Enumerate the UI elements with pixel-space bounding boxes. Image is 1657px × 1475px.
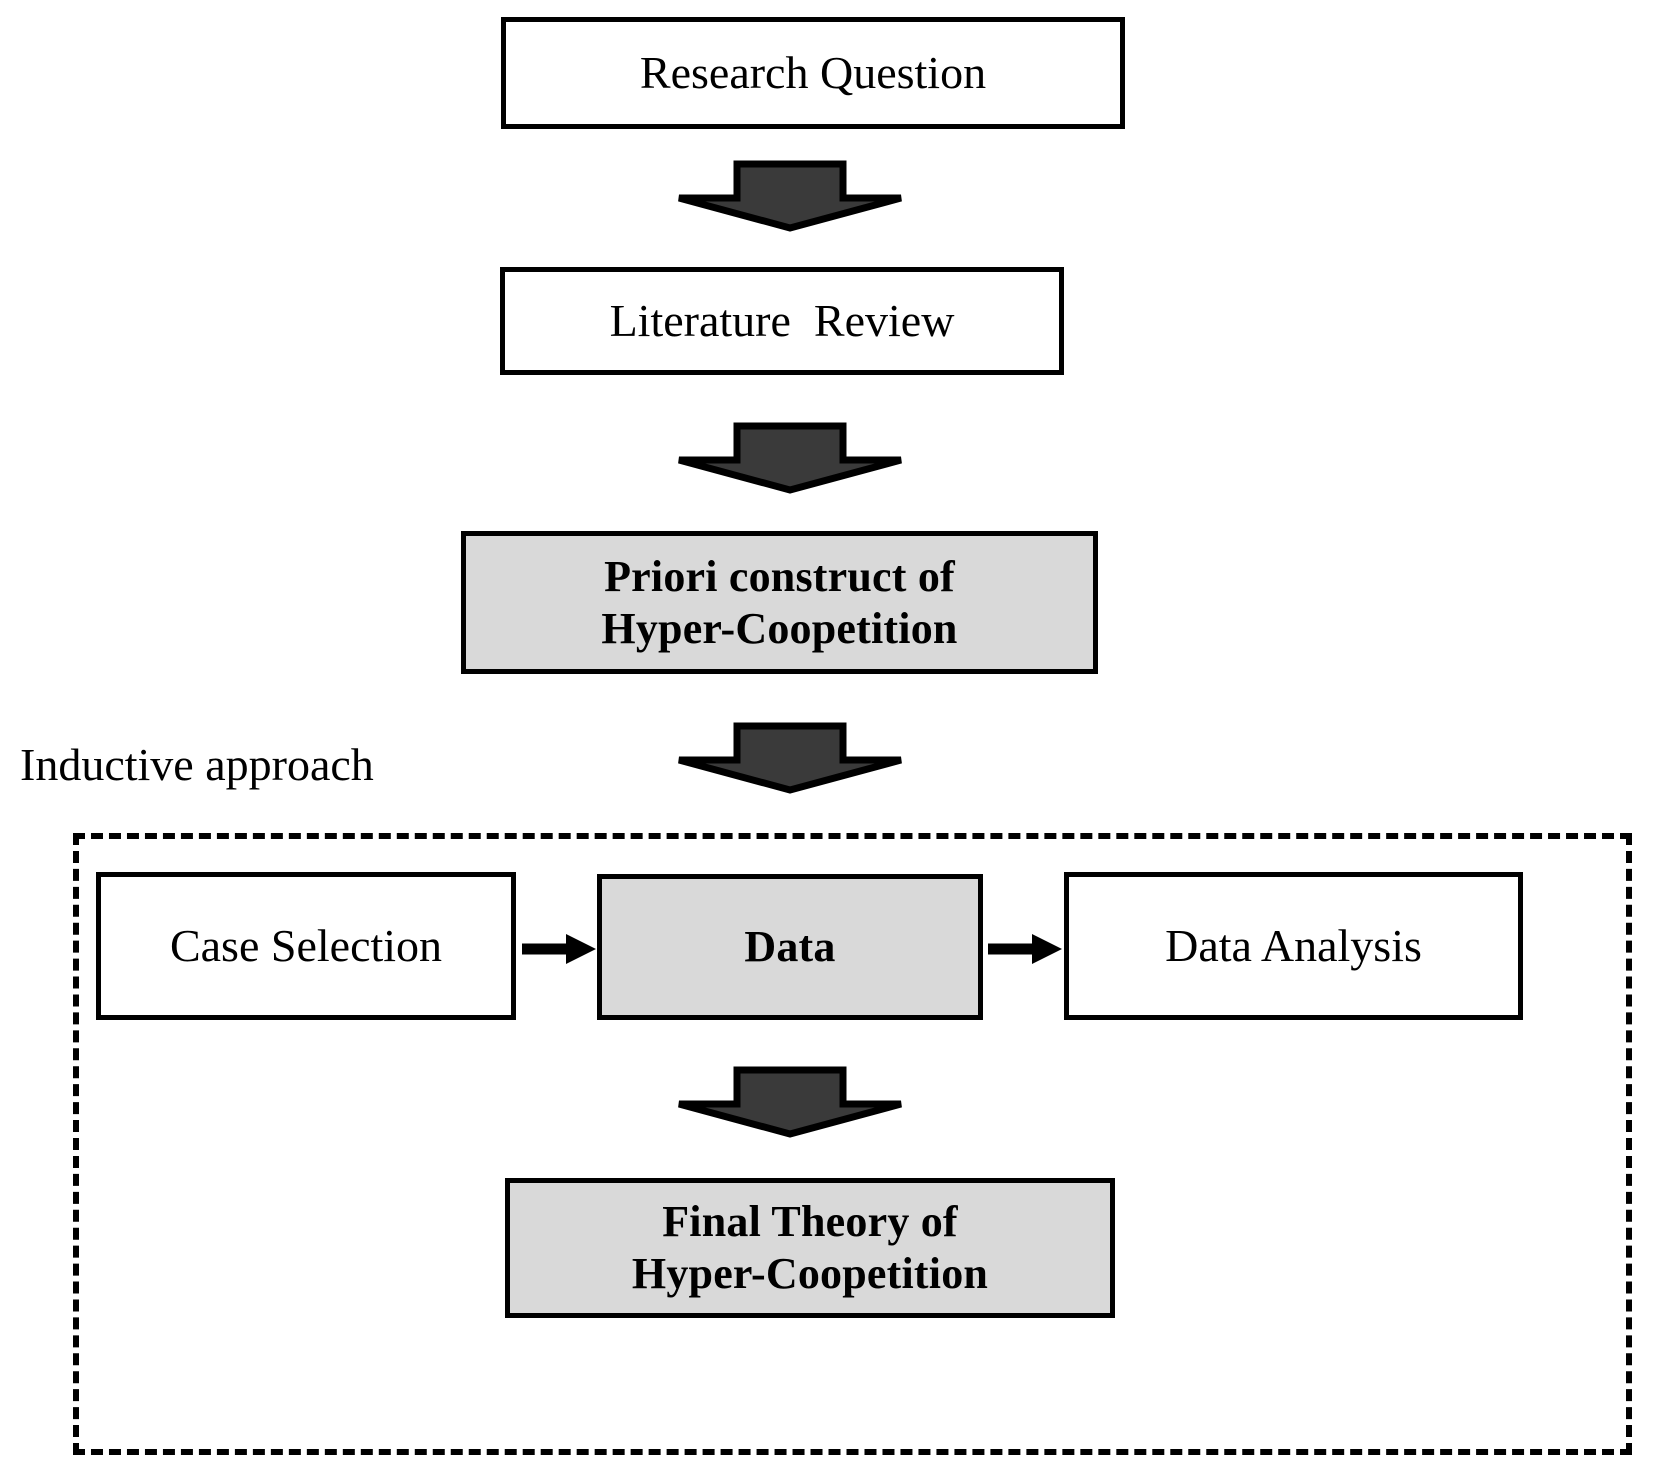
node-priori-construct-line-1: Priori construct of (604, 551, 955, 601)
node-priori-construct-line-2: Hyper-Coopetition (601, 603, 958, 653)
node-final-theory: Final Theory of Hyper-Coopetition (505, 1178, 1115, 1318)
inductive-approach-group (73, 833, 1632, 1455)
line-arrow-case-to-data (520, 925, 598, 973)
block-arrow-down-3 (675, 722, 905, 794)
block-arrow-down-2 (675, 422, 905, 494)
node-final-theory-line-2: Hyper-Coopetition (631, 1249, 989, 1298)
node-final-theory-line-1: Final Theory of (662, 1197, 958, 1247)
node-literature-review-label: Literature Review (609, 294, 955, 346)
node-literature-review: Literature Review (500, 267, 1064, 375)
inductive-approach-label: Inductive approach (20, 739, 374, 790)
node-case-selection-label: Case Selection (169, 919, 443, 971)
line-arrow-data-to-analysis (986, 925, 1064, 973)
node-research-question: Research Question (501, 17, 1125, 129)
node-data-label: Data (744, 922, 836, 972)
node-data: Data (597, 874, 983, 1020)
node-case-selection: Case Selection (96, 872, 516, 1020)
block-arrow-down-4 (675, 1066, 905, 1138)
node-data-analysis: Data Analysis (1064, 872, 1523, 1020)
node-data-analysis-label: Data Analysis (1165, 919, 1422, 971)
node-priori-construct: Priori construct of Hyper-Coopetition (461, 531, 1098, 674)
block-arrow-down-1 (675, 160, 905, 232)
node-research-question-label: Research Question (639, 46, 987, 98)
